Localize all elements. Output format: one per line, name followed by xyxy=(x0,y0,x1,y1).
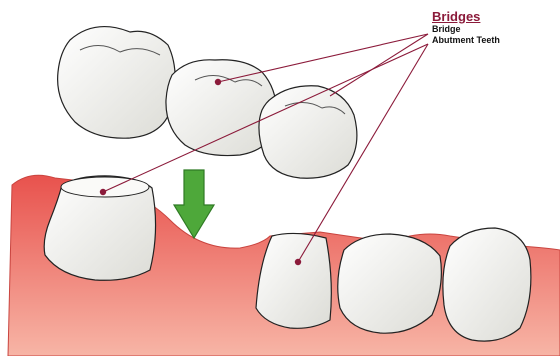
legend-item-bridge: Bridge xyxy=(432,24,500,35)
bridge-crowns xyxy=(58,27,357,179)
crown-right xyxy=(259,86,357,178)
tooth-natural-1 xyxy=(338,234,442,333)
legend-title: Bridges xyxy=(432,9,500,24)
tooth-natural-2 xyxy=(443,228,531,341)
legend-item-abutment: Abutment Teeth xyxy=(432,35,500,46)
legend: Bridges Bridge Abutment Teeth xyxy=(432,9,500,46)
abutment-right xyxy=(256,233,331,328)
down-arrow-icon xyxy=(174,170,214,238)
crown-left xyxy=(58,27,176,139)
